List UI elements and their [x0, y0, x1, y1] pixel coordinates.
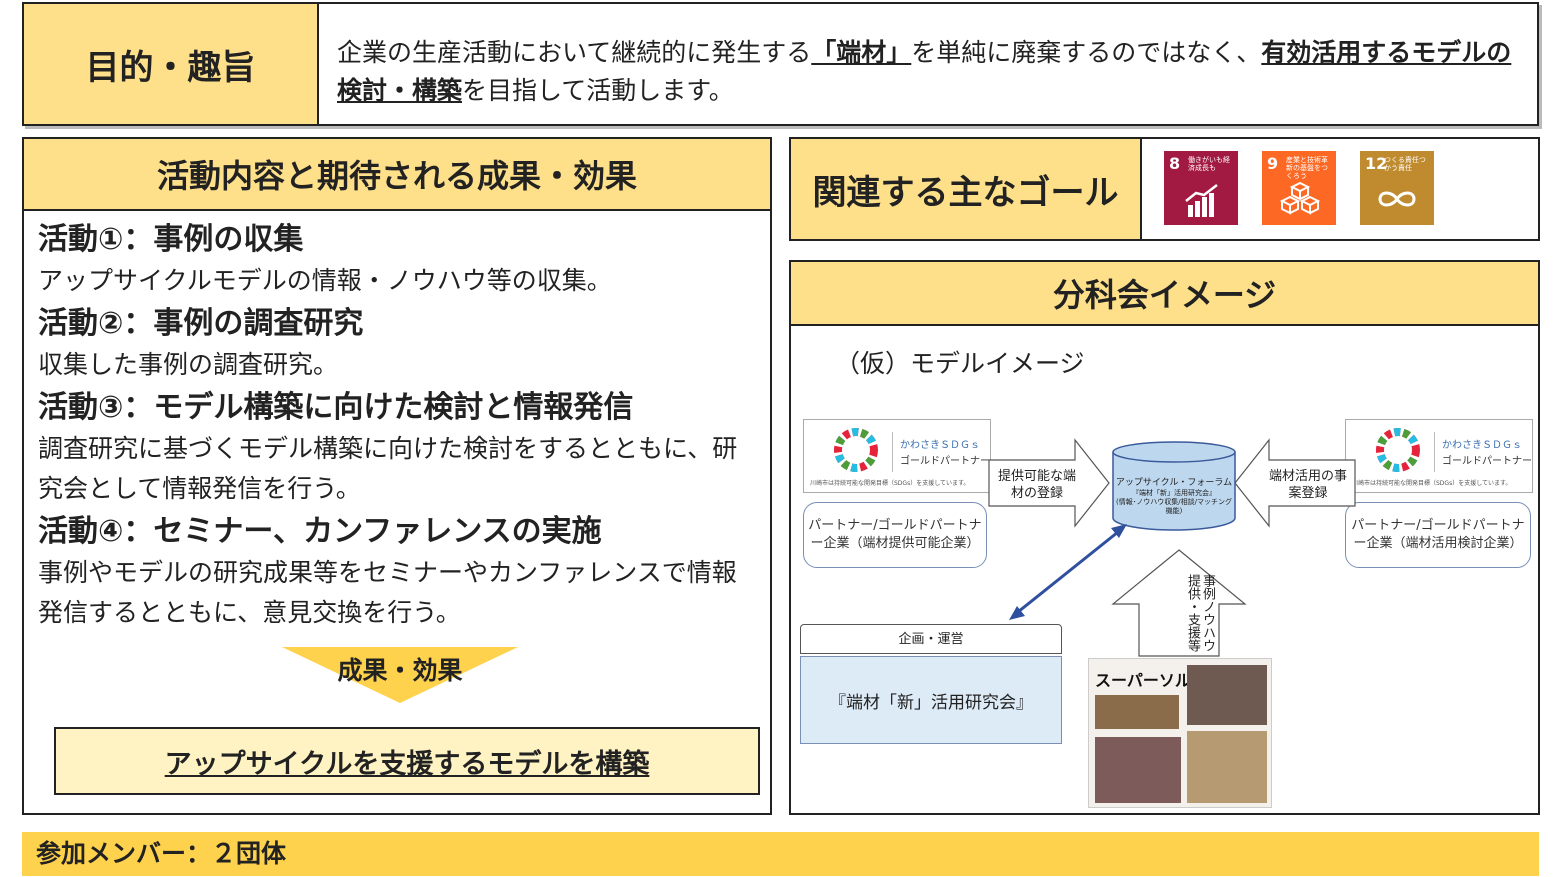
forum-cylinder-icon: [1112, 441, 1236, 531]
product-photo-collage: スーパーソル: [1088, 658, 1272, 808]
purpose-text: 企業の生産活動において継続的に発生する「端材」を単純に廃棄するのではなく、有効活…: [319, 4, 1537, 124]
activity-title: 活動②：事例の調査研究: [38, 306, 364, 341]
activity-text: アップサイクルモデルの情報・ノウハウ等の収集。: [38, 266, 612, 295]
image-section: 分科会イメージ （仮）モデルイメージ かわさきＳＤＧｓ ゴールドパートナー 川崎…: [789, 260, 1540, 815]
sdgs-wheel-icon: [834, 428, 878, 472]
right-partner-box: パートナー/ゴールドパートナー企業（端材活用検討企業）: [1345, 502, 1531, 568]
result-text: アップサイクルを支援するモデルを構築: [164, 748, 650, 780]
growth-chart-icon: [1185, 184, 1218, 217]
infinity-icon: [1378, 191, 1416, 207]
sdg-label: つくる責任つかう責任: [1384, 156, 1426, 172]
card-note: 川崎市は持続可能な開発目標（SDGs）を支援しています。: [1352, 480, 1512, 487]
double-arrow-icon: [1009, 524, 1127, 620]
left-partner-box: パートナー/ゴールドパートナー企業（端材提供可能企業）: [803, 502, 987, 568]
forum-label: アップサイクル・フォーラム 『端材「新」活用研究会』 (情報･ノウハウ収集/相談…: [1113, 478, 1235, 516]
right-arrow-icon: [988, 438, 1110, 528]
organizer-label: 企画・運営: [800, 624, 1062, 654]
left-arrow-icon: [1234, 438, 1356, 528]
purpose-text-part: 企業の生産活動において継続的に発生する: [337, 38, 812, 67]
activity-text: 事例やモデルの研究成果等をセミナーやカンファレンスで情報発信するとともに、意見交…: [38, 558, 737, 627]
purpose-heading: 目的・趣旨: [24, 4, 319, 124]
activity-text: 収集した事例の調査研究。: [38, 350, 339, 379]
image-heading: 分科会イメージ: [791, 262, 1538, 326]
purpose-section: 目的・趣旨 企業の生産活動において継続的に発生する「端材」を単純に廃棄するのでは…: [22, 2, 1539, 126]
sdg-label: 働きがいも経済成長も: [1188, 156, 1230, 172]
arrow-left-label: 提供可能な端材の登録: [997, 469, 1076, 501]
sdg-8-icon: 8 働きがいも経済成長も: [1164, 151, 1238, 225]
sdg-12-icon: 12 つくる責任つかう責任: [1360, 151, 1434, 225]
result-label: 成果・効果: [337, 656, 463, 685]
product-photo: [1187, 731, 1267, 803]
goals-section: 関連する主なゴール 8 働きがいも経済成長も 9 産業と技術革新の基盤をつくろう: [789, 137, 1540, 241]
activity-text: 調査研究に基づくモデル構築に向けた検討をするとともに、研究会として情報発信を行う…: [38, 434, 738, 503]
card-brand: かわさきＳＤＧｓ: [900, 440, 980, 451]
model-subtitle: （仮）モデルイメージ: [835, 349, 1085, 378]
product-photo: [1187, 665, 1267, 725]
sdg-number: 12: [1365, 154, 1388, 173]
purpose-highlight: 有効活用するモデルの検討・構築: [337, 38, 1512, 105]
sdg-number: 8: [1169, 154, 1181, 173]
arrow-right-label: 端材活用の事案登録: [1268, 469, 1347, 501]
up-arrow-icon: [1111, 549, 1247, 657]
product-photo: [1095, 737, 1181, 803]
card-note: 川崎市は持続可能な開発目標（SDGs）を支援しています。: [810, 480, 970, 487]
organizer-name: 『端材「新」活用研究会』: [800, 656, 1062, 744]
sdg-9-icon: 9 産業と技術革新の基盤をつくろう: [1262, 151, 1336, 225]
partner-logo-card-right: かわさきＳＤＧｓ ゴールドパートナー 川崎市は持続可能な開発目標（SDGs）を支…: [1345, 419, 1533, 493]
sdg-label: 産業と技術革新の基盤をつくろう: [1286, 156, 1328, 180]
activities-heading: 活動内容と期待される成果・効果: [24, 139, 770, 211]
card-badge: ゴールドパートナー: [1442, 456, 1532, 467]
product-photo: [1095, 695, 1179, 729]
members-bar: 参加メンバー：２団体: [22, 832, 1539, 876]
sdgs-wheel-icon: [1376, 428, 1420, 472]
card-badge: ゴールドパートナー: [900, 456, 990, 467]
goals-heading: 関連する主なゴール: [791, 139, 1142, 239]
forum-function: (情報･ノウハウ収集/相談/マッチング機能): [1116, 498, 1232, 515]
activity-title: 活動③：モデル構築に向けた検討と情報発信: [38, 390, 634, 425]
purpose-text-part: を目指して活動します。: [462, 76, 734, 105]
partner-logo-card-left: かわさきＳＤＧｓ ゴールドパートナー 川崎市は持続可能な開発目標（SDGs）を支…: [803, 419, 991, 493]
down-arrow-icon: [282, 647, 518, 703]
forum-subtitle: 『端材「新」活用研究会』: [1132, 489, 1216, 497]
activity-title: 活動④：セミナー、カンファレンスの実施: [38, 514, 602, 549]
result-box: アップサイクルを支援するモデルを構築: [54, 727, 760, 795]
sdg-number: 9: [1267, 154, 1279, 173]
forum-title: アップサイクル・フォーラム: [1115, 478, 1233, 488]
purpose-highlight: 「端材」: [811, 38, 912, 67]
cubes-icon: [1280, 181, 1320, 215]
purpose-text-part: を単純に廃棄するのではなく、: [911, 38, 1262, 67]
card-brand: かわさきＳＤＧｓ: [1442, 440, 1522, 451]
activity-title: 活動①：事例の収集: [38, 222, 304, 257]
photo-brand-label: スーパーソル: [1095, 671, 1191, 690]
up-arrow-label: 事例ノウハウ提供・支援等: [1185, 574, 1215, 652]
activities-section: 活動内容と期待される成果・効果 活動①：事例の収集 アップサイクルモデルの情報・…: [22, 137, 772, 815]
